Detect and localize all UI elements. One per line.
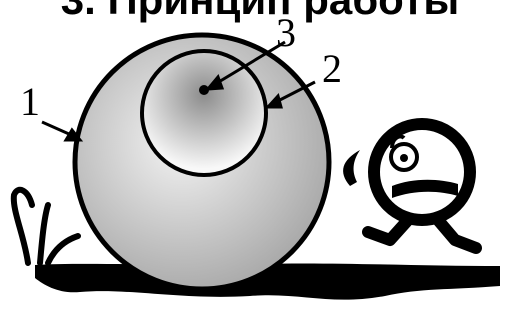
cartoon-character bbox=[343, 124, 476, 248]
label-2: 2 bbox=[322, 46, 342, 91]
page-title: 3. Принцип работы bbox=[61, 0, 459, 23]
grass-icon bbox=[14, 190, 78, 263]
inner-sphere bbox=[142, 51, 266, 175]
label-1: 1 bbox=[20, 79, 40, 124]
character-head bbox=[374, 124, 470, 220]
motion-mark bbox=[343, 150, 360, 186]
label-3: 3 bbox=[276, 10, 296, 55]
